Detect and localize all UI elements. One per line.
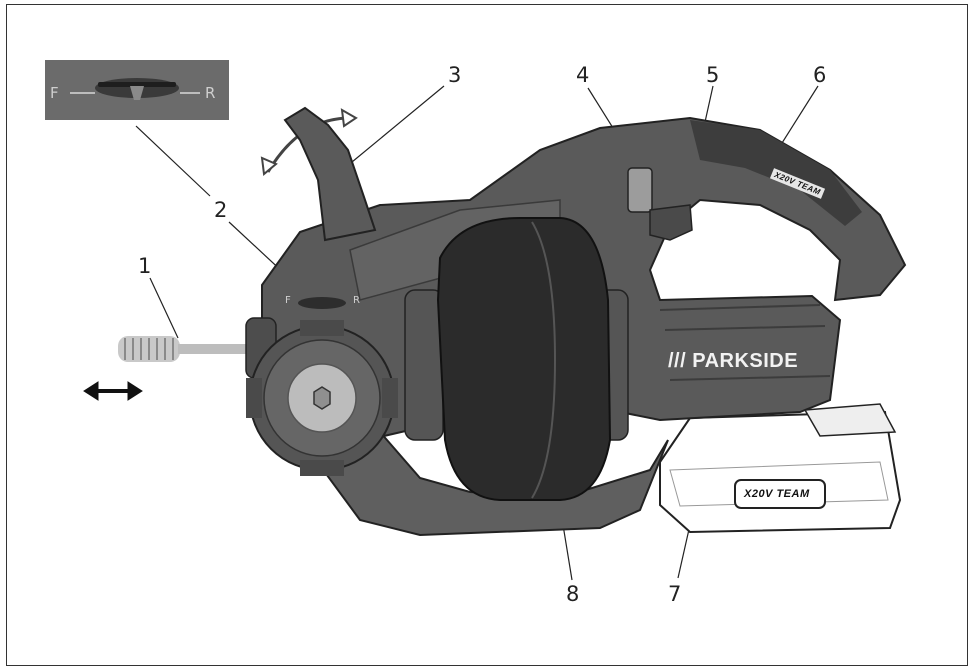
inset-forward-letter: F: [50, 84, 59, 102]
callout-6: 6: [813, 63, 827, 87]
callout-8: 8: [566, 582, 580, 606]
callout-4: 4: [576, 63, 590, 87]
cable-drum: [404, 217, 629, 501]
battery-pack: [659, 403, 902, 534]
callout-2: 2: [214, 198, 228, 222]
inset-reverse-letter: R: [205, 84, 216, 102]
cable-spring: [118, 336, 250, 362]
front-chuck: [245, 317, 398, 476]
figure-frame: [6, 4, 968, 666]
battery-logo: X20V TEAM: [744, 488, 810, 500]
brand-logo: /// PARKSIDE: [668, 350, 799, 372]
body-reverse-letter: R: [353, 295, 360, 306]
direction-switch-inset: [45, 60, 229, 120]
callout-1: 1: [138, 254, 152, 278]
callout-3: 3: [448, 63, 462, 87]
body-forward-letter: F: [285, 295, 291, 306]
callout-5: 5: [706, 63, 720, 87]
callout-7: 7: [668, 582, 682, 606]
double-arrow-icon: [83, 381, 143, 401]
